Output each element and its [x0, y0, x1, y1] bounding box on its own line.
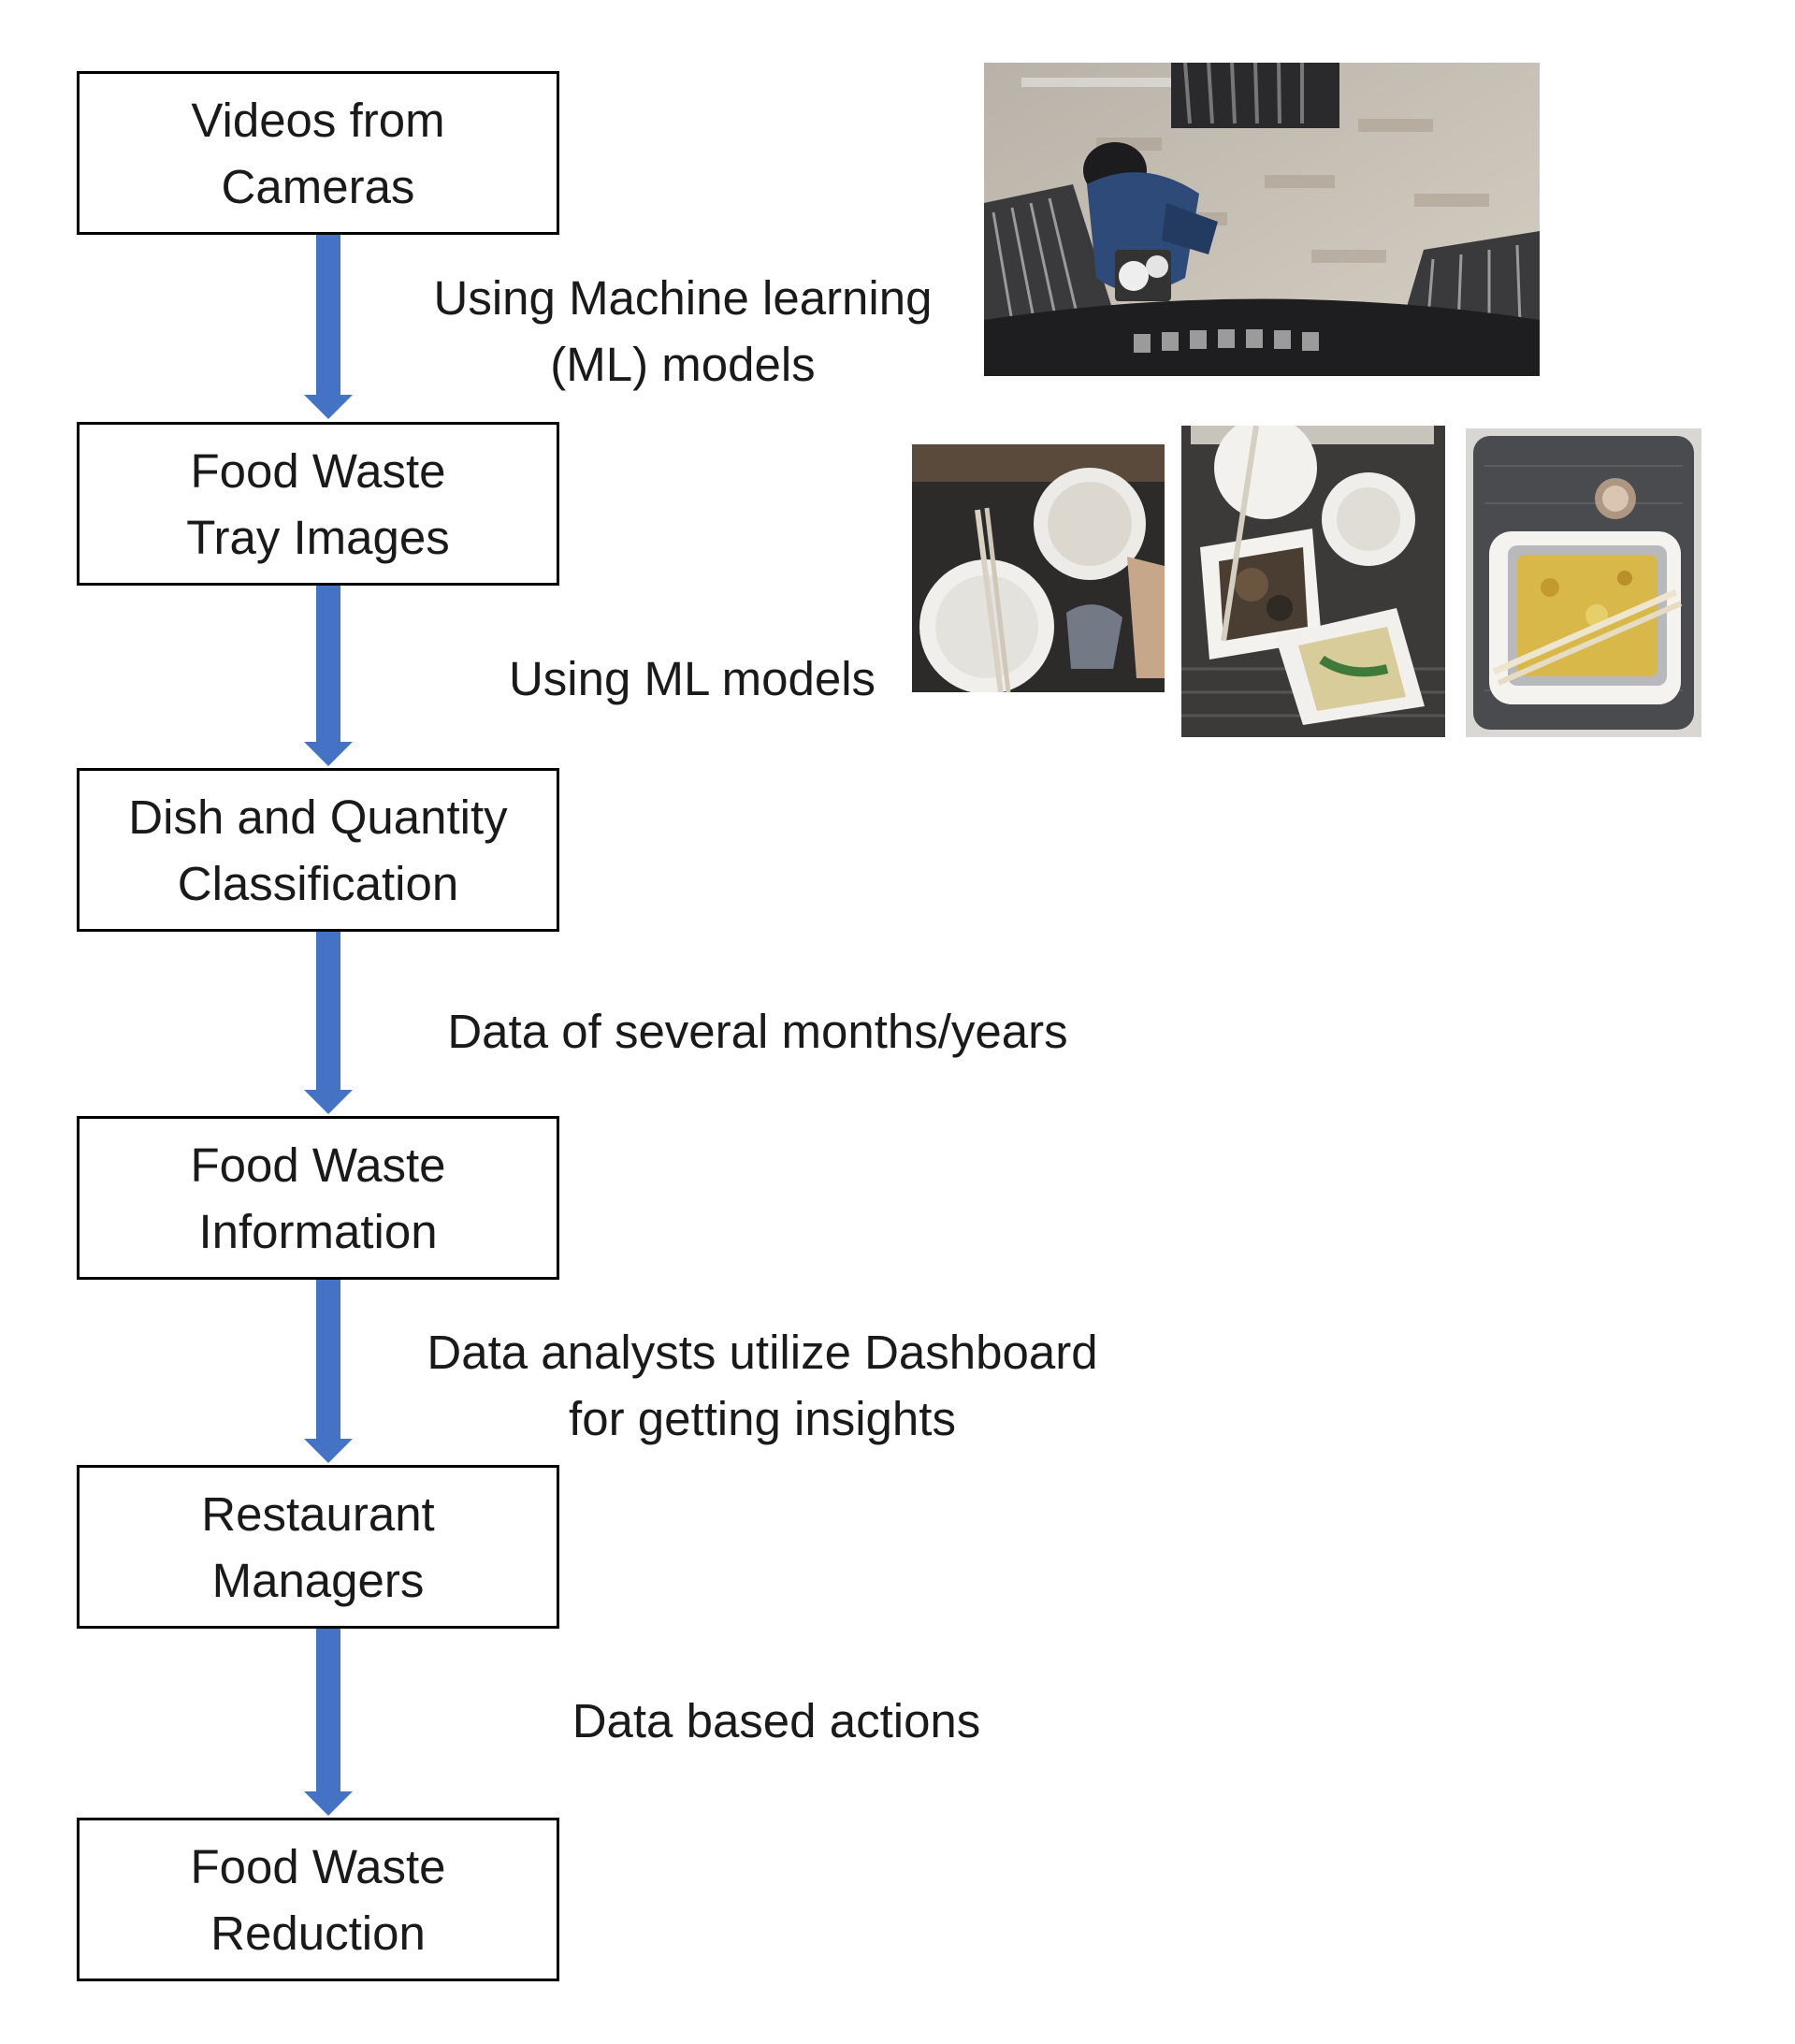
step-label: Food Waste Reduction — [190, 1839, 446, 1960]
transition-label: Using Machine learning (ML) models — [433, 271, 933, 391]
step-label: Restaurant Managers — [201, 1486, 435, 1607]
flow-arrow — [304, 1280, 353, 1463]
step-label: Dish and Quantity Classification — [128, 790, 508, 910]
transition-label: Data analysts utilize Dashboard for gett… — [427, 1326, 1098, 1445]
step-box-managers: Restaurant Managers — [77, 1465, 559, 1629]
step-box-information: Food Waste Information — [77, 1116, 559, 1280]
flow-arrow — [304, 932, 353, 1114]
step-box-classification: Dish and Quantity Classification — [77, 768, 559, 932]
tray-image-3 — [1466, 428, 1701, 737]
transition-label: Data of several months/years — [447, 1005, 1068, 1058]
flow-arrow — [304, 1629, 353, 1816]
tray-image-2 — [1181, 426, 1445, 737]
step-box-tray-images: Food Waste Tray Images — [77, 422, 559, 586]
tray-image-1 — [912, 444, 1165, 692]
camera-frame-image — [984, 63, 1540, 376]
step-label: Food Waste Information — [190, 1138, 446, 1258]
flow-arrow — [304, 235, 353, 419]
step-box-reduction: Food Waste Reduction — [77, 1818, 559, 1981]
step-label: Food Waste Tray Images — [186, 443, 450, 564]
step-label: Videos from Cameras — [191, 93, 445, 213]
flow-arrow — [304, 586, 353, 766]
transition-label: Data based actions — [572, 1694, 981, 1747]
transition-label: Using ML models — [508, 652, 876, 705]
step-box-videos: Videos from Cameras — [77, 71, 559, 235]
